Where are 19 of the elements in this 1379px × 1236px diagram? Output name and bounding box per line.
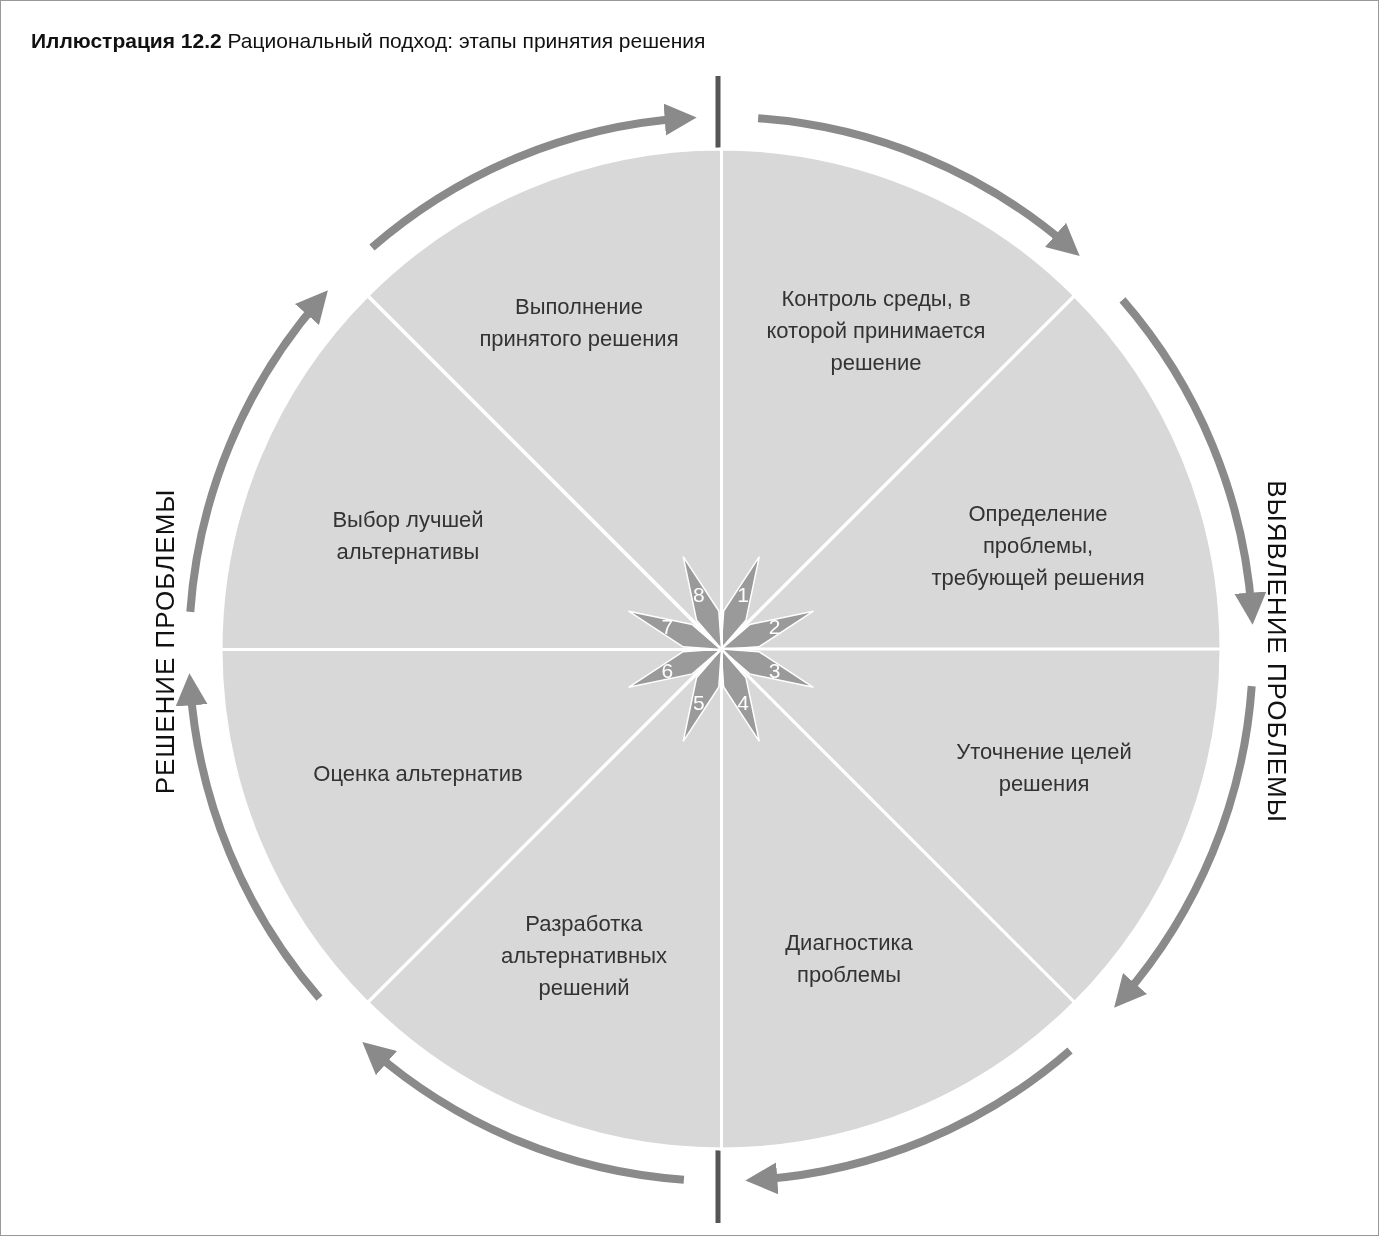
step-number: 7 bbox=[660, 614, 675, 639]
step-number: 2 bbox=[767, 614, 782, 639]
step-label: Диагностика проблемы bbox=[784, 929, 914, 989]
step-label: Контроль среды, в которой принимается решение bbox=[766, 285, 986, 377]
step-label: Уточнение целей решения bbox=[955, 738, 1133, 798]
step-number: 5 bbox=[691, 690, 706, 715]
step-number: 6 bbox=[660, 659, 675, 684]
step-number: 1 bbox=[736, 583, 751, 608]
step-number: 8 bbox=[691, 583, 706, 608]
step-number: 3 bbox=[767, 659, 782, 684]
step-label: Оценка альтернатив bbox=[312, 760, 524, 788]
step-number: 4 bbox=[736, 690, 751, 715]
phase-label: РЕШЕНИЕ ПРОБЛЕМЫ bbox=[150, 488, 182, 794]
step-label: Разработка альтернативных решений bbox=[499, 910, 668, 1002]
figure-title: Иллюстрация 12.2 Рациональный подход: этапы принятия решения bbox=[31, 29, 706, 53]
step-label: Выбор лучшей альтернативы bbox=[331, 506, 485, 566]
phase-label: ВЫЯВЛЕНИЕ ПРОБЛЕМЫ bbox=[1260, 479, 1292, 823]
step-label: Выполнение принятого решения bbox=[478, 293, 680, 353]
step-label: Определение проблемы, требующей решения bbox=[930, 500, 1146, 592]
